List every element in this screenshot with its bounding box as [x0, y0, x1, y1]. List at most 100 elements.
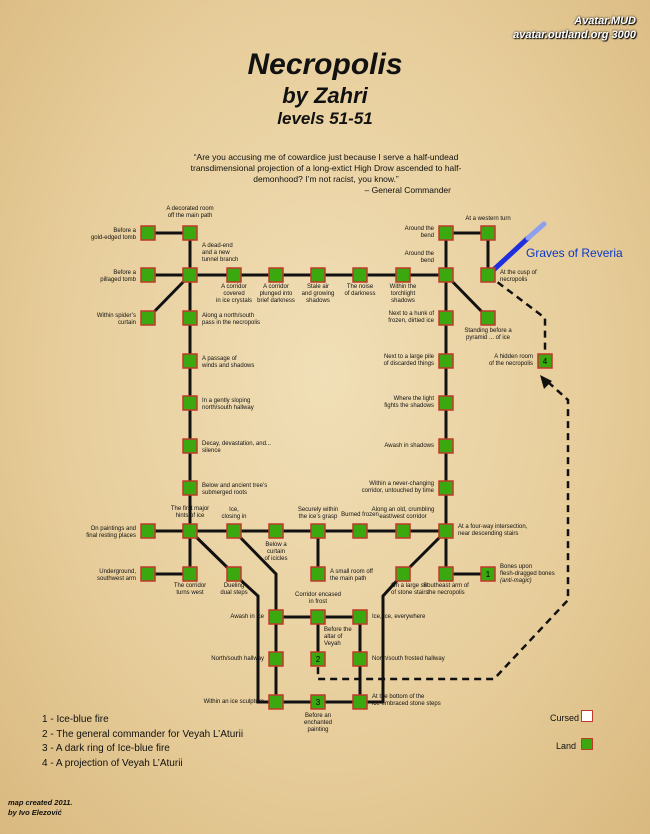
room-gold-tomb[interactable]	[140, 225, 156, 241]
room-label: Corridor encased in frost	[294, 592, 342, 605]
legend-land-swatch	[581, 738, 593, 750]
room-burned-frozen[interactable]	[352, 523, 368, 539]
room-ice-crystals[interactable]	[226, 267, 242, 283]
room-ns-hallway[interactable]	[268, 651, 284, 667]
room-label: Within the torchlight shadows	[389, 284, 417, 304]
room-light-fights[interactable]	[438, 395, 454, 411]
room-enchanted-painting[interactable]	[310, 694, 326, 710]
room-stale-air[interactable]	[310, 267, 326, 283]
legend-item: 1 - Ice-blue fire	[42, 714, 109, 725]
room-torchlight[interactable]	[395, 267, 411, 283]
room-hunk-ice[interactable]	[438, 310, 454, 326]
room-first-hints[interactable]	[182, 523, 198, 539]
legend-land-label: Land	[556, 741, 577, 751]
room-altar[interactable]	[310, 651, 326, 667]
room-dueling-steps[interactable]	[226, 566, 242, 582]
room-ice-closing[interactable]	[226, 523, 242, 539]
room-ns-frosted[interactable]	[352, 651, 368, 667]
room-sloping[interactable]	[182, 395, 198, 411]
room-around-bend[interactable]	[438, 267, 454, 283]
room-label: A corridor covered in ice crystals	[215, 284, 252, 304]
room-crumbling[interactable]	[395, 523, 411, 539]
room-bones[interactable]	[480, 566, 496, 582]
room-ice-everywhere[interactable]	[352, 609, 368, 625]
quote-block: “Are you accusing me of cowardice just b…	[176, 152, 476, 196]
room-label: Dueling dual steps	[220, 583, 248, 596]
room-marker: 2	[316, 655, 321, 664]
room-corridor-west[interactable]	[182, 566, 198, 582]
area-levels: levels 51-51	[277, 109, 373, 128]
room-label: On a large set of stone stairs	[391, 583, 429, 596]
room-decay[interactable]	[182, 438, 198, 454]
room-decorated-room[interactable]	[182, 225, 198, 241]
site-header: Avatar.MUD avatar.outland.org 3000	[513, 14, 636, 42]
room-western-turn[interactable]	[480, 225, 496, 241]
room-label: A dead-end and a new tunnel branch	[202, 243, 239, 263]
site-name: Avatar.MUD	[574, 15, 636, 27]
room-hidden-room[interactable]	[537, 353, 553, 369]
room-label: In a gently sloping north/south hallway	[202, 398, 254, 411]
room-label: North/south frosted hallway	[372, 656, 445, 662]
room-cusp[interactable]	[480, 267, 496, 283]
room-four-way[interactable]	[438, 523, 454, 539]
room-label: Bones upon flesh-dragged bones(anti-magi…	[500, 564, 555, 584]
room-note: (anti-magic)	[500, 578, 532, 584]
room-ices-grasp[interactable]	[310, 523, 326, 539]
room-awash-shadows[interactable]	[438, 438, 454, 454]
room-awash-ice[interactable]	[268, 609, 284, 625]
room-brief-darkness[interactable]	[268, 267, 284, 283]
legend-cursed-swatch	[581, 710, 593, 722]
map-corridor	[232, 529, 278, 619]
room-never-changing[interactable]	[438, 480, 454, 496]
room-label: Along an old, crumbling east/west corrid…	[371, 507, 435, 520]
room-pyramid[interactable]	[480, 310, 496, 326]
room-tree-roots[interactable]	[182, 480, 198, 496]
room-label: Awash in ice	[230, 614, 264, 620]
room-winds[interactable]	[182, 353, 198, 369]
room-label: On paintings and final resting places	[86, 526, 136, 539]
legend-item: 3 - A dark ring of Ice-blue fire	[42, 743, 170, 754]
room-noise-darkness[interactable]	[352, 267, 368, 283]
room-paintings[interactable]	[140, 523, 156, 539]
room-pillaged-tomb[interactable]	[140, 267, 156, 283]
room-label: A hidden room of the necropolis	[488, 354, 533, 367]
room-label: At the cusp of necropolis	[500, 270, 537, 283]
room-label: Stale air and growing shadows	[301, 284, 335, 304]
secret-path-arrow	[540, 375, 552, 389]
room-label: Awash in shadows	[384, 443, 434, 449]
room-spiders-curtain[interactable]	[140, 310, 156, 326]
quote-text: “Are you accusing me of cowardice just b…	[190, 152, 462, 184]
room-label: The corridor turns west	[173, 583, 207, 596]
room-label: A small room off the main path	[330, 569, 373, 582]
room-label: Before an enchanted painting	[303, 713, 333, 733]
room-label: Around the bend	[404, 226, 434, 239]
room-pile-things[interactable]	[438, 353, 454, 369]
room-encased-frost[interactable]	[310, 609, 326, 625]
room-label: Next to a large pile of discarded things	[383, 354, 434, 367]
room-label: Burned frozen	[341, 512, 379, 518]
room-marker: 1	[486, 570, 491, 579]
room-around-bend-top[interactable]	[438, 225, 454, 241]
room-small-room[interactable]	[310, 566, 326, 582]
secret-path	[487, 274, 547, 361]
room-label: Securely within the ice’s grasp	[297, 507, 339, 520]
room-label: Before a pillaged tomb	[100, 270, 136, 283]
room-label: A decorated room off the main path	[166, 206, 214, 219]
room-label: Underground, southwest arm	[96, 569, 136, 582]
room-ice-sculpture[interactable]	[268, 694, 284, 710]
room-label: Within a never-changing corridor, untouc…	[361, 481, 434, 494]
credit-date: map created 2011.	[8, 798, 73, 807]
room-label: Southeast arm of the necropolis	[423, 583, 469, 596]
legend-item: 2 - The general commander for Veyah L’At…	[42, 728, 244, 740]
room-marker: 3	[316, 698, 321, 707]
room-north-south-pass[interactable]	[182, 310, 198, 326]
room-dead-end[interactable]	[182, 267, 198, 283]
room-underground-sw[interactable]	[140, 566, 156, 582]
room-label: Next to a hunk of frozen, dirtied ice	[388, 311, 434, 324]
legend-cursed-label: Cursed	[550, 713, 580, 723]
room-curtain-icicles[interactable]	[268, 523, 284, 539]
room-stone-stairs[interactable]	[395, 566, 411, 582]
room-ice-steps[interactable]	[352, 694, 368, 710]
room-southeast-arm[interactable]	[438, 566, 454, 582]
